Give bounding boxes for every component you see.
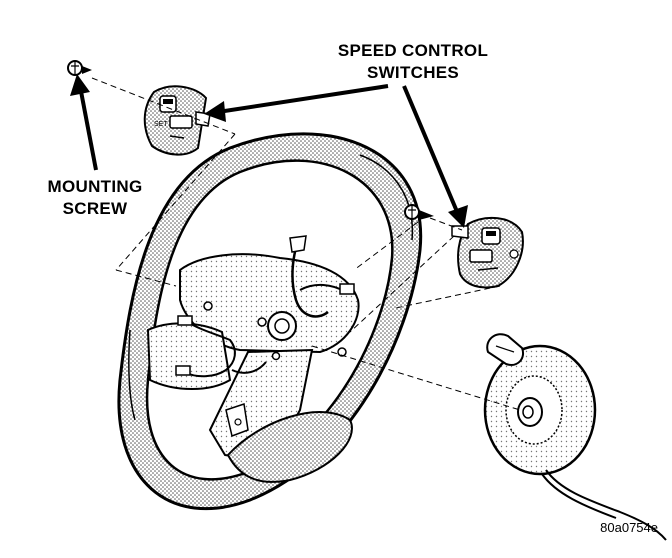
speed-control-label-line2: SWITCHES [366,63,460,82]
mounting-label-line1: MOUNTING [47,177,143,196]
speed-control-label-line1: SPEED CONTROL [337,41,489,60]
leader-arrows [70,74,468,228]
mounting-screw-right [404,204,434,220]
figure-code: 80a0754e [600,520,658,535]
mounting-screw-label: MOUNTING SCREW [30,176,160,220]
alignment-lines [91,77,521,411]
clockspring [483,333,667,541]
steering-wheel-hub [146,235,360,483]
speed-control-switches-label: SPEED CONTROL SWITCHES [318,40,508,84]
speed-control-switch-right [451,216,524,289]
mounting-label-line2: SCREW [62,199,128,218]
mounting-screw-left [67,60,92,76]
speed-control-switch-left: SET [143,85,211,156]
svg-text:SET: SET [154,121,168,128]
